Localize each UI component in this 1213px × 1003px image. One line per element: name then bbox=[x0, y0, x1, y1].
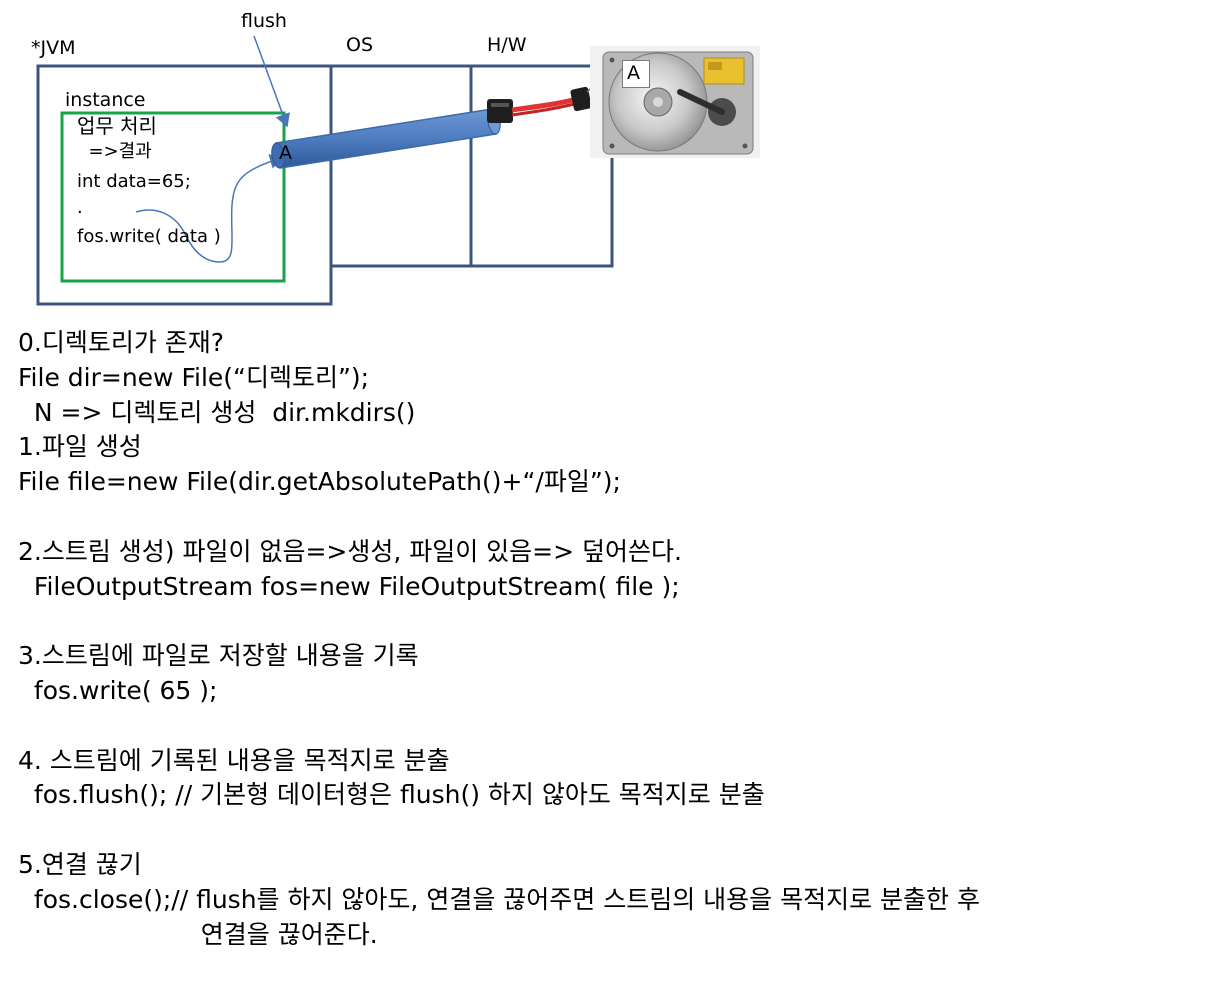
steps-list: 0.디렉토리가 존재? File dir=new File(“디렉토리”); N… bbox=[18, 326, 980, 952]
note-line: 1.파일 생성 bbox=[18, 432, 142, 462]
note-line: 0.디렉토리가 존재? bbox=[18, 328, 225, 357]
instance-box bbox=[60, 111, 286, 283]
note-line bbox=[18, 709, 980, 744]
hw-label: H/W bbox=[487, 34, 527, 56]
note-line: File file=new File(dir.getAbsolutePath()… bbox=[18, 467, 621, 497]
code-line-dot: . bbox=[77, 197, 83, 218]
flush-label: flush bbox=[241, 10, 287, 32]
note-line: N => 디렉토리 생성 dir.mkdirs() bbox=[18, 397, 416, 427]
note-line: 5.연결 끊기 bbox=[18, 849, 142, 879]
os-label: OS bbox=[346, 34, 374, 56]
note-line: FileOutputStream fos=new FileOutputStrea… bbox=[18, 571, 680, 601]
note-line bbox=[18, 604, 980, 639]
hard-drive-icon bbox=[590, 46, 760, 158]
stream-pipe bbox=[271, 108, 501, 169]
note-line: fos.write( 65 ); bbox=[18, 675, 218, 705]
code-line-result: =>결과 bbox=[77, 141, 152, 162]
note-line: fos.flush(); // 기본형 데이터형은 flush() 하지 않아도… bbox=[18, 780, 765, 810]
stream-diagram bbox=[36, 35, 760, 306]
note-line bbox=[18, 813, 980, 848]
note-line: 3.스트림에 파일로 저장할 내용을 기록 bbox=[18, 641, 419, 671]
note-line: 2.스트림 생성) 파일이 없음=>생성, 파일이 있음=> 덮어쓴다. bbox=[18, 536, 682, 566]
code-line-write: fos.write( data ) bbox=[77, 226, 221, 247]
instance-label: instance bbox=[65, 89, 146, 111]
jvm-box bbox=[36, 64, 333, 306]
note-line: 연결을 끊어준다. bbox=[18, 919, 378, 949]
note-line: File dir=new File(“디렉토리”); bbox=[18, 362, 370, 392]
code-line-data: int data=65; bbox=[77, 171, 191, 192]
note-line: 4. 스트림에 기록된 내용을 목적지로 분출 bbox=[18, 745, 450, 775]
disk-pointer-box bbox=[622, 60, 650, 88]
code-line-task: 업무 처리 bbox=[77, 114, 157, 138]
sata-cable-icon bbox=[487, 70, 610, 123]
disk-pointer-label: A bbox=[627, 62, 640, 84]
stream-pointer-label: A bbox=[279, 142, 292, 164]
data-flow-curve bbox=[135, 154, 284, 263]
flush-arrow bbox=[253, 35, 290, 128]
note-line bbox=[18, 500, 980, 535]
note-line: fos.close();// flush를 하지 않아도, 연결을 끊어주면 스… bbox=[18, 884, 981, 914]
jvm-label: *JVM bbox=[31, 37, 76, 59]
